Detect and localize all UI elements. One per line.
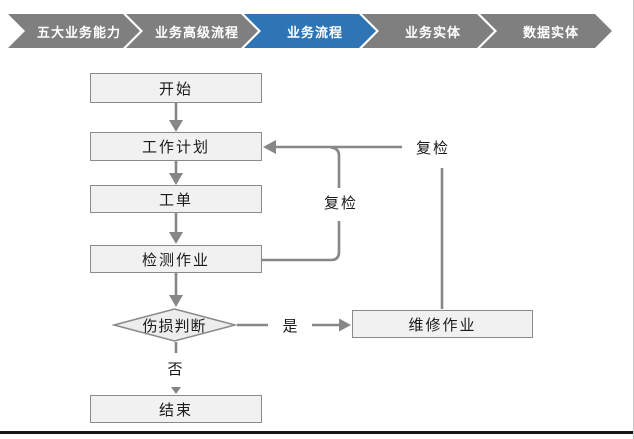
edge-label-recheck-outer: 复检 — [411, 137, 455, 157]
flow-node-work-plan: 工作计划 — [90, 132, 262, 161]
breadcrumb-label: 五大业务能力 — [36, 25, 121, 41]
arrowhead-down-end — [171, 387, 181, 394]
flow-node-damage-decision: 伤损判断 — [112, 308, 237, 342]
flow-node-label: 工作计划 — [141, 138, 210, 156]
breadcrumb-label: 业务实体 — [404, 25, 461, 41]
flow-node-label: 结束 — [158, 400, 193, 419]
bottom-border-line — [0, 431, 633, 434]
flow-node-label: 维修作业 — [408, 315, 477, 334]
flow-node-label: 伤损判断 — [142, 316, 207, 335]
flow-node-label: 开始 — [158, 79, 193, 98]
breadcrumb-step-high-level-process[interactable]: 业务高级流程 — [126, 14, 258, 48]
flow-node-repair: 维修作业 — [352, 310, 533, 338]
flow-node-start: 开始 — [90, 73, 262, 103]
breadcrumb-step-five-capabilities[interactable]: 五大业务能力 — [8, 14, 140, 48]
arrowhead-left-plan — [263, 140, 276, 154]
edge-inspect-recheck-lower — [262, 221, 341, 262]
flow-node-work-order: 工单 — [90, 185, 262, 213]
arrowhead-down-plan — [169, 120, 183, 132]
decision-diamond-shape — [112, 308, 237, 342]
breadcrumb-label: 业务高级流程 — [154, 25, 239, 41]
breadcrumb-label: 业务流程 — [286, 25, 343, 41]
edge-inspect-recheck-upper — [330, 146, 341, 188]
breadcrumb-step-business-process[interactable]: 业务流程 — [244, 14, 376, 48]
flow-node-end: 结束 — [90, 395, 262, 423]
breadcrumb-step-business-entity[interactable]: 业务实体 — [362, 14, 494, 48]
arrowhead-down-order — [169, 173, 183, 185]
breadcrumb-label: 数据实体 — [522, 25, 579, 41]
arrowhead-down-inspect — [169, 232, 183, 244]
flow-node-label: 工单 — [158, 190, 193, 209]
arrowhead-right-repair — [339, 318, 351, 332]
arrowhead-down-damage — [169, 295, 183, 307]
flow-node-inspection: 检测作业 — [90, 245, 262, 273]
flow-node-label: 检测作业 — [141, 250, 210, 269]
breadcrumb-step-data-entity[interactable]: 数据实体 — [480, 14, 612, 48]
edge-label-no: 否 — [165, 358, 187, 378]
edge-label-recheck-inner: 复检 — [319, 192, 363, 212]
edge-label-yes: 是 — [280, 315, 302, 335]
